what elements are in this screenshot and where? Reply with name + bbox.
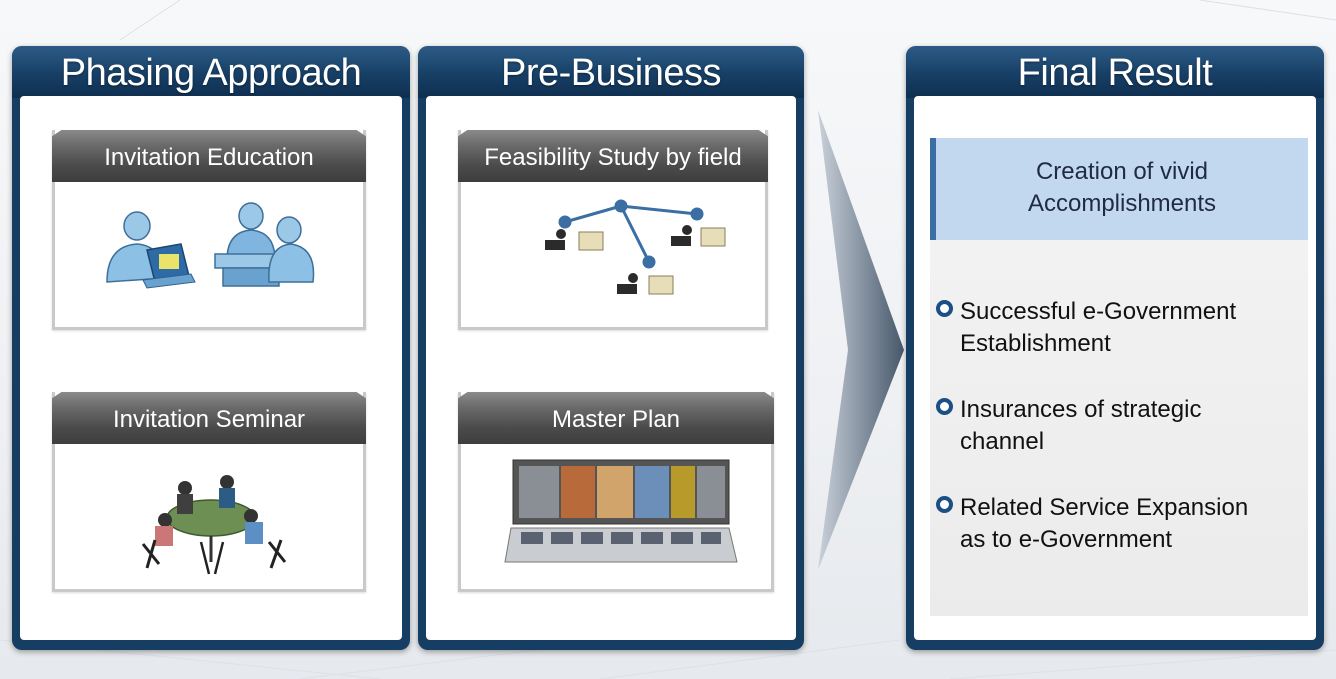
bullet-icon xyxy=(936,398,953,415)
result-bullet-list: Successful e-Government Establishment In… xyxy=(936,296,1296,590)
card-title: Invitation Seminar xyxy=(52,392,366,444)
panel-title: Pre-Business xyxy=(501,52,721,94)
card-title: Master Plan xyxy=(458,392,774,444)
control-room-icon xyxy=(504,459,738,563)
bullet-icon xyxy=(936,496,953,513)
meeting-table-icon xyxy=(141,475,287,575)
list-item: Related Service Expansion as to e-Govern… xyxy=(936,492,1296,556)
bullet-icon xyxy=(936,300,953,317)
panel-title: Phasing Approach xyxy=(60,52,362,94)
result-box: Creation of vivid Accomplishments Succes… xyxy=(930,138,1308,616)
people-at-computers-icon xyxy=(106,202,315,289)
list-item: Successful e-Government Establishment xyxy=(936,296,1296,360)
card-title: Feasibility Study by field xyxy=(458,130,768,182)
list-item: Insurances of strategic channel xyxy=(936,394,1296,458)
final-result-panel: Final Result Creation of vivid Accomplis… xyxy=(906,46,1324,650)
feasibility-study-card: Feasibility Study by field xyxy=(458,130,768,330)
network-workstations-icon xyxy=(545,199,726,295)
phasing-approach-panel: Phasing Approach Invitation Education xyxy=(12,46,410,650)
master-plan-card: Master Plan xyxy=(458,392,774,592)
chevron-right-icon xyxy=(818,110,904,570)
invitation-education-card: Invitation Education xyxy=(52,130,366,330)
pre-business-panel: Pre-Business Feasibility Study by field xyxy=(418,46,804,650)
result-headline: Creation of vivid Accomplishments xyxy=(930,138,1308,240)
invitation-seminar-card: Invitation Seminar xyxy=(52,392,366,592)
card-title: Invitation Education xyxy=(52,130,366,182)
panel-title: Final Result xyxy=(1017,52,1213,94)
